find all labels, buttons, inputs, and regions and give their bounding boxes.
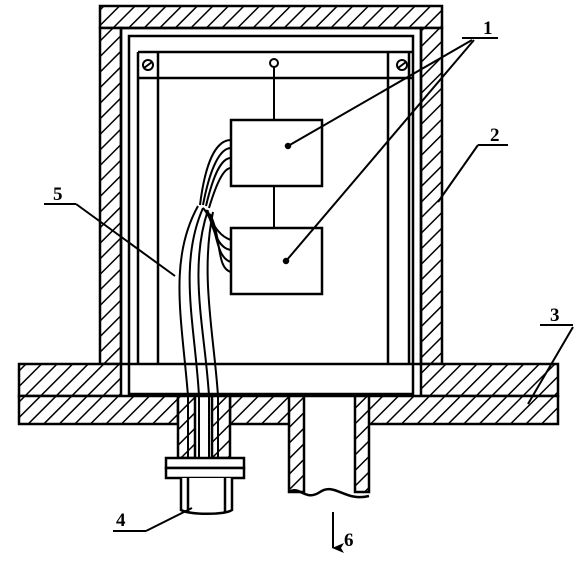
cable-gland	[164, 456, 246, 515]
inner-liner	[119, 26, 423, 396]
outlet-pipe	[288, 487, 370, 499]
label-sensor-units: 1	[483, 18, 493, 39]
housing-cover	[17, 4, 560, 398]
wire-bundle	[178, 139, 232, 488]
sensor-unit-lower	[229, 226, 324, 296]
label-base-flange: 3	[550, 305, 560, 326]
base-plate	[17, 394, 560, 494]
leader-lines	[44, 37, 574, 553]
hanger-rod	[269, 58, 279, 228]
label-cable-gland: 4	[116, 510, 126, 531]
label-wire-bundle: 5	[53, 184, 63, 205]
label-outlet-direction: 6	[344, 530, 354, 551]
label-housing: 2	[490, 125, 500, 146]
mounting-screw	[142, 59, 408, 71]
sensor-unit-upper	[229, 118, 324, 188]
